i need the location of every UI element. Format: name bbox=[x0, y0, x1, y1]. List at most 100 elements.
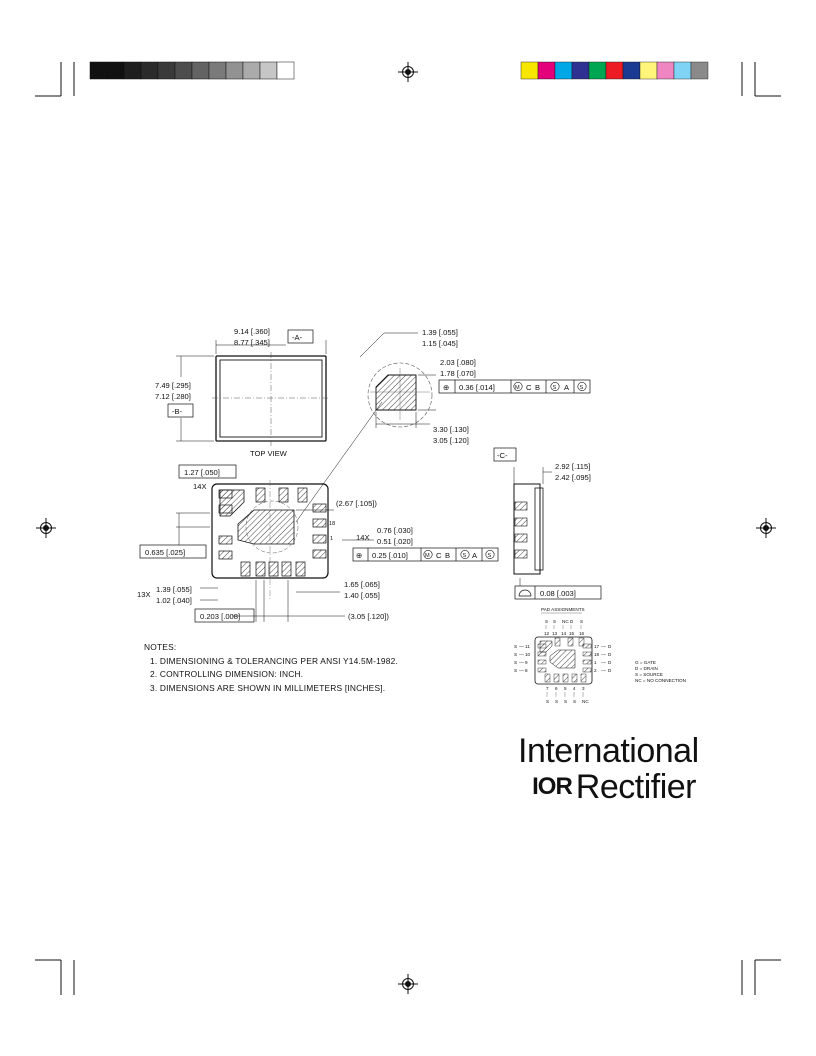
logo-rectifier: Rectifier bbox=[575, 768, 697, 806]
company-logo: International IOR Rectifier bbox=[518, 732, 699, 806]
pad-top-label: S bbox=[545, 619, 548, 624]
pad-left-label: S bbox=[514, 668, 517, 673]
land-pad bbox=[218, 550, 233, 560]
pad-detail: 1.39 [.055] 1.15 [.045] 2.03 [.080] 1.78… bbox=[295, 328, 591, 523]
side-height-dim: 2.92 [.115] bbox=[555, 462, 590, 471]
pad-right-label: D bbox=[608, 668, 612, 673]
datum-b: -B- bbox=[172, 407, 183, 416]
count-13x: 13X bbox=[137, 590, 151, 599]
position-tolerance: 0.36 [.014] bbox=[459, 383, 495, 392]
side-view: -C- 2.92 [.115] 2.42 [.095] 0.08 [.003] bbox=[493, 447, 602, 600]
datum-ref-b-2: B bbox=[445, 551, 450, 560]
bottom-view-pads bbox=[218, 487, 327, 577]
pad-assignment-pad bbox=[537, 651, 547, 657]
position-symbol: ⊕ bbox=[443, 383, 449, 392]
land-pad bbox=[255, 487, 266, 503]
datum-ref-a: A bbox=[564, 383, 570, 392]
rfs-modifier-3: S bbox=[463, 553, 467, 559]
land-pad bbox=[297, 487, 308, 503]
pad-w-dim: 1.39 [.055] bbox=[156, 585, 192, 594]
pad-assignment-pad bbox=[582, 643, 592, 649]
pad-left-number: 11 bbox=[525, 644, 530, 649]
pad-top-label: S bbox=[580, 619, 583, 624]
pad-left-label: S bbox=[514, 652, 517, 657]
pad-assignment-pad bbox=[580, 673, 587, 683]
pad-bottom-label: S bbox=[555, 699, 558, 704]
notes: NOTES: 1. DIMENSIONING & TOLERANCING PER… bbox=[135, 641, 398, 695]
land-pad bbox=[312, 503, 327, 513]
pad-position-tolerance: 0.25 [.010] bbox=[372, 551, 408, 560]
bottom-gap-dim: 0.203 [.008] bbox=[200, 612, 240, 621]
pad-top-label: NC bbox=[562, 619, 569, 624]
pad-top-number: 14 bbox=[561, 631, 567, 636]
registration-targets bbox=[36, 62, 776, 994]
pad-assignment-pad bbox=[578, 637, 585, 647]
datum-c: -C- bbox=[497, 451, 508, 460]
top-height-dim: 7.49 [.295] bbox=[155, 381, 191, 390]
left-offset-dim: 0.635 [.025] bbox=[145, 548, 185, 557]
pad-assignment-pad bbox=[562, 673, 569, 683]
mmc-modifier-2: M bbox=[425, 553, 430, 559]
legend-nc: NC = NO CONNECTION bbox=[635, 678, 686, 683]
pad-position-tolerance-frame: ⊕ 0.25 [.010] M C B S A S bbox=[352, 547, 499, 562]
datum-ref-a-2: A bbox=[472, 551, 478, 560]
note-2: 2. CONTROLLING DIMENSION: INCH. bbox=[150, 669, 304, 679]
land-pad bbox=[281, 561, 292, 577]
pad-bottom-number: 6 bbox=[555, 686, 558, 691]
pad-right-number: 17 bbox=[594, 644, 600, 649]
note-1: 1. DIMENSIONING & TOLERANCING PER ANSI Y… bbox=[150, 655, 399, 666]
bottom-view: 1.27 [.050] 14X (2.67 [.105]) 18 1 0.76 … bbox=[137, 464, 499, 623]
position-tolerance-frame: ⊕ 0.36 [.014] M C B S A S bbox=[438, 379, 591, 394]
land-pad bbox=[312, 534, 327, 544]
notes-title: NOTES: bbox=[144, 642, 177, 652]
pad-left-label: S bbox=[514, 660, 517, 665]
pad-len-min-dim: 0.51 [.020] bbox=[377, 537, 413, 546]
grayscale-bar bbox=[89, 61, 295, 80]
pad-right-label: D bbox=[608, 660, 612, 665]
pad-w-min-dim: 1.02 [.040] bbox=[156, 596, 192, 605]
pad-left-number: 8 bbox=[525, 668, 528, 673]
total-span-dim: (3.05 [.120]) bbox=[348, 612, 389, 621]
land-pad bbox=[312, 549, 327, 559]
pad-w-min-dim: 3.05 [.120] bbox=[433, 436, 469, 445]
right-offset-min-dim: 1.40 [.055] bbox=[344, 591, 380, 600]
right-offset-dim: 1.65 [.065] bbox=[344, 580, 380, 589]
rfs-modifier-4: S bbox=[488, 553, 492, 559]
land-pad bbox=[268, 561, 279, 577]
pad-assignment-pad bbox=[582, 659, 592, 665]
count-14x: 14X bbox=[193, 482, 207, 491]
pad-assignment-pad bbox=[554, 637, 561, 647]
pad-top-number: 15 bbox=[569, 631, 575, 636]
color-bar bbox=[520, 61, 709, 80]
pad-assignment-pad bbox=[537, 659, 547, 665]
pad-h-min-dim: 1.78 [.070] bbox=[440, 369, 476, 378]
pad-bottom-number: 7 bbox=[546, 686, 549, 691]
top-width-min-dim: 8.77 [.345] bbox=[234, 338, 270, 347]
center-dim: (2.67 [.105]) bbox=[336, 499, 377, 508]
pad-assignment-pad bbox=[537, 667, 547, 673]
note-3: 3. DIMENSIONS ARE SHOWN IN MILLIMETERS [… bbox=[150, 682, 386, 693]
land-pad bbox=[278, 487, 289, 503]
land-pad bbox=[255, 561, 266, 577]
side-height-min-dim: 2.42 [.095] bbox=[555, 473, 591, 482]
logo-international: International bbox=[518, 732, 699, 770]
pin-1-label: 1 bbox=[330, 536, 333, 542]
pad-len-dim: 0.76 [.030] bbox=[377, 526, 413, 535]
land-pad bbox=[312, 518, 327, 528]
datum-ref-b: B bbox=[535, 383, 540, 392]
legend-gate: G = GATE bbox=[635, 660, 656, 665]
pad-assignments-title: PAD ASSIGNMENTS bbox=[541, 607, 585, 612]
top-view: 9.14 [.360] 8.77 [.345] -A- 7.49 [.295] … bbox=[155, 327, 330, 458]
pad-assignment-pad bbox=[537, 643, 547, 649]
top-height-min-dim: 7.12 [.280] bbox=[155, 392, 191, 401]
datum-ref-c: C bbox=[526, 383, 532, 392]
pitch-dim: 1.27 [.050] bbox=[184, 468, 220, 477]
flatness-dim: 0.08 [.003] bbox=[540, 589, 576, 598]
rfs-modifier-2: S bbox=[580, 385, 584, 391]
pad-bottom-label: S bbox=[573, 699, 576, 704]
pin-18-label: 18 bbox=[329, 521, 335, 527]
